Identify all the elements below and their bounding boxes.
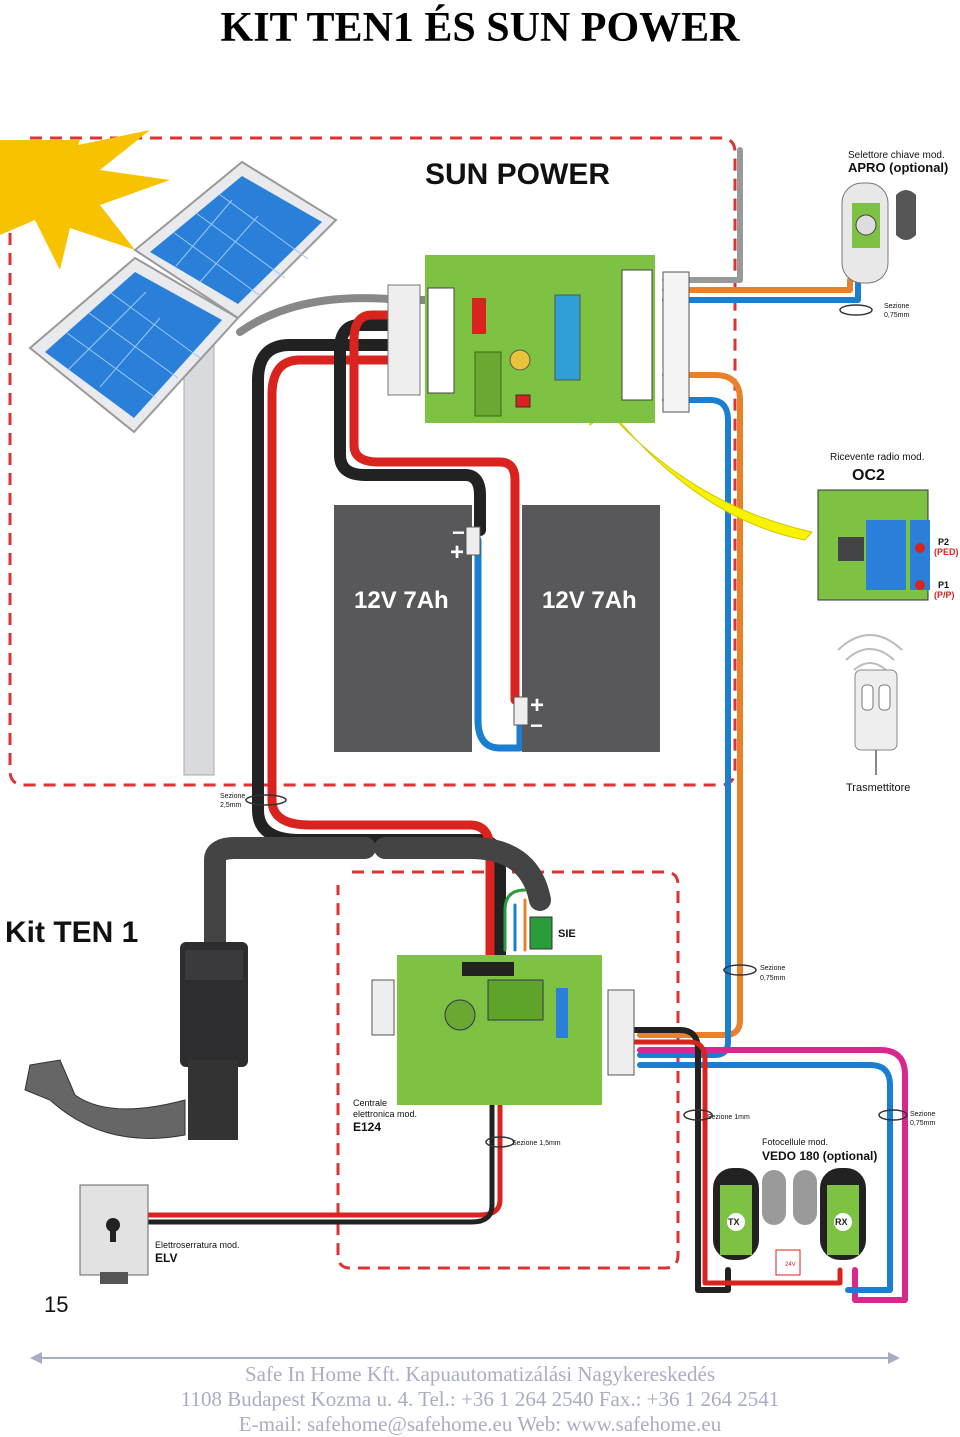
section-15: Sezione 1,5mm — [512, 1140, 561, 1147]
section-075-b-2: 0,75mm — [760, 975, 785, 982]
kit-ten1-title: Kit TEN 1 — [5, 916, 138, 949]
kit-ten1-enclosure — [336, 870, 680, 1270]
transmitter-icon — [837, 634, 903, 775]
section-075-a-2: 0,75mm — [884, 312, 909, 319]
oc2-p2-sub: (PED) — [934, 547, 959, 557]
sie-label: SIE — [558, 928, 576, 940]
transmitter-label: Trasmettitore — [846, 782, 910, 794]
motor-icon — [24, 942, 248, 1140]
footer-contact: E-mail: safehome@safehome.eu Web: www.sa… — [238, 1412, 722, 1436]
footer-address: 1108 Budapest Kozma u. 4. Tel.: +36 1 26… — [180, 1387, 780, 1411]
sun-icon — [0, 130, 170, 270]
section-markers — [245, 304, 908, 1148]
oc2-label-2: OC2 — [852, 467, 885, 484]
footer-divider — [30, 1352, 900, 1364]
section-075-c-2: 0,75mm — [910, 1120, 935, 1127]
sun-power-board — [387, 255, 690, 423]
battery-left — [334, 505, 472, 752]
e124-label-1: Centrale — [353, 1098, 387, 1108]
power-24v-icon — [775, 1249, 801, 1276]
page-number: 15 — [44, 1292, 68, 1317]
section-075-a-1: Sezione — [884, 303, 909, 310]
battery-right — [522, 505, 660, 752]
section-075-b-1: Sezione — [760, 965, 785, 972]
footer-company: Safe In Home Kft. Kapuautomatizálási Nag… — [245, 1362, 715, 1386]
vedo-rx: RX — [835, 1217, 848, 1227]
vedo-24v: 24V — [785, 1262, 796, 1268]
sun-power-enclosure — [8, 136, 737, 787]
radio-receiver-board — [817, 489, 930, 601]
photocell-rx-icon — [820, 1168, 866, 1260]
key-selector-icon — [841, 182, 916, 284]
vedo-label-2: VEDO 180 (optional) — [762, 1149, 877, 1163]
elv-label-2: ELV — [155, 1251, 177, 1265]
battery-plus-top: + — [450, 539, 464, 566]
section-25-1: Sezione — [220, 793, 245, 800]
section-075-c-1: Sezione — [910, 1111, 935, 1118]
battery-right-label: 12V 7Ah — [542, 587, 637, 614]
oc2-label-1: Ricevente radio mod. — [830, 452, 925, 463]
elv-label-1: Elettroserratura mod. — [155, 1240, 240, 1250]
oc2-p1-sub: (P/P) — [934, 590, 955, 600]
apro-label-2: APRO (optional) — [848, 160, 948, 175]
vedo-tx: TX — [728, 1217, 740, 1227]
battery-minus-bottom: − — [530, 713, 543, 738]
e124-label-2: elettronica mod. — [353, 1109, 417, 1119]
apro-label-1: Selettore chiave mod. — [848, 150, 945, 161]
control-unit-board — [371, 916, 635, 1105]
oc2-p1: P1 — [938, 580, 949, 590]
solar-panel-icon — [28, 160, 338, 776]
wires — [145, 147, 908, 1303]
photocell-cover-icon — [762, 1170, 817, 1225]
sun-power-title: SUN POWER — [425, 158, 610, 191]
page-title: KIT TEN1 ÉS SUN POWER — [220, 5, 740, 51]
vedo-label-1: Fotocellule mod. — [762, 1137, 828, 1147]
section-1mm: Sezione 1mm — [707, 1114, 750, 1121]
battery-left-label: 12V 7Ah — [354, 587, 449, 614]
electric-lock-icon — [79, 1184, 149, 1284]
battery-minus-top: − — [452, 520, 465, 545]
battery-plus-bottom: + — [530, 692, 544, 719]
e124-label-3: E124 — [353, 1120, 381, 1134]
oc2-p2: P2 — [938, 537, 949, 547]
section-25-2: 2,5mm — [220, 802, 242, 809]
photocell-tx-icon — [713, 1168, 759, 1260]
